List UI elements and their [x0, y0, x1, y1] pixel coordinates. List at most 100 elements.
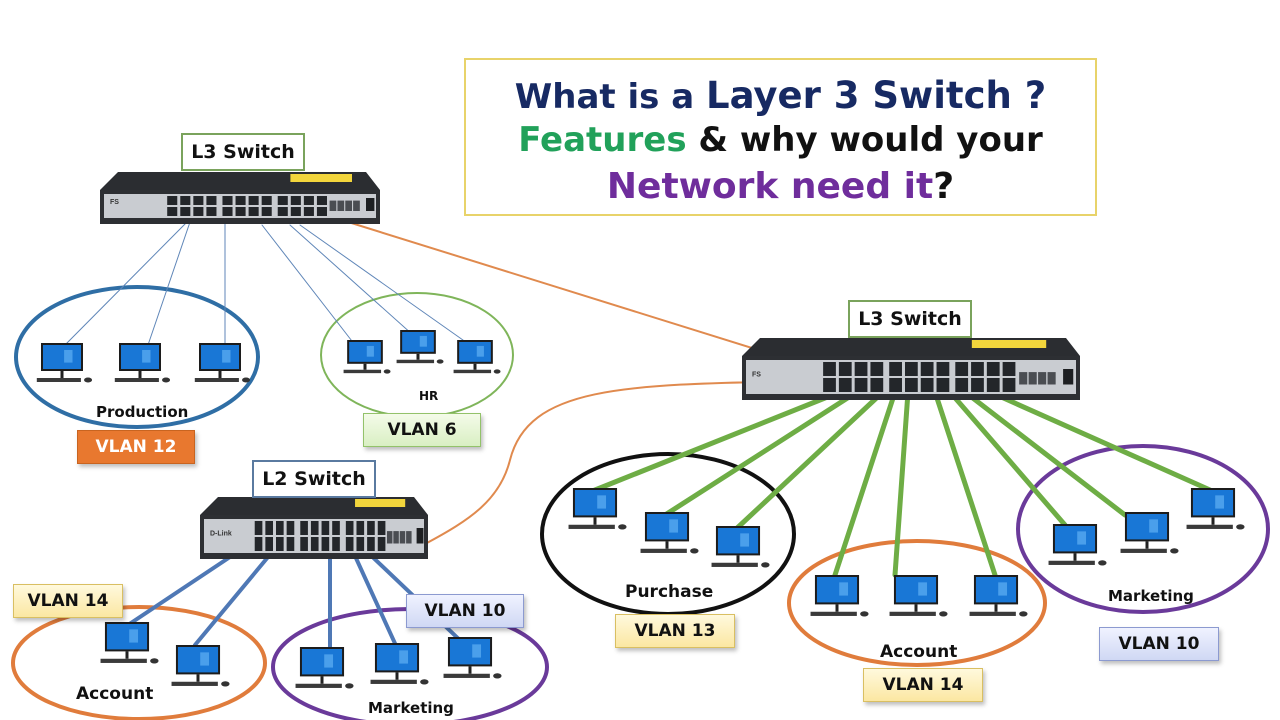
switch-port — [290, 207, 301, 216]
switch-port — [265, 537, 273, 551]
switch-port — [332, 521, 340, 535]
vlan-group-outline-account-right — [787, 539, 1047, 667]
switch-port — [955, 378, 969, 392]
title-line-1: What is a Layer 3 Switch ? — [466, 74, 1095, 117]
switch-port — [167, 196, 178, 205]
link-line — [832, 389, 898, 578]
monitor-stand — [218, 371, 222, 378]
switch-port — [986, 378, 1000, 392]
switch-port — [345, 521, 354, 535]
switch-port — [300, 521, 308, 535]
switch-port — [854, 378, 868, 392]
switch-port — [235, 196, 246, 205]
windows-logo — [476, 345, 484, 357]
l3-switch-left: FS — [100, 172, 380, 224]
mouse — [345, 683, 354, 689]
keyboard — [711, 562, 758, 567]
sfp-port — [393, 531, 399, 544]
switch-port — [277, 196, 288, 205]
switch-brand: D-Link — [210, 530, 232, 537]
monitor-screen — [43, 345, 81, 369]
monitor-stand — [593, 517, 597, 525]
switch-port — [261, 207, 272, 216]
switch-port — [904, 362, 918, 376]
windows-logo — [200, 652, 210, 666]
mouse — [939, 611, 948, 617]
windows-logo — [597, 495, 607, 509]
vlan-badge-marketing-right: VLAN 10 — [1099, 627, 1219, 661]
desktop-computer-icon — [370, 643, 429, 685]
monitor-screen — [574, 490, 616, 516]
link-line — [348, 543, 400, 652]
vlan-badge-account-left: VLAN 14 — [13, 584, 123, 618]
monitor-screen — [717, 528, 759, 554]
monitor-stand — [196, 674, 200, 682]
monitor-stand — [416, 353, 420, 360]
windows-logo — [472, 644, 482, 658]
mouse — [84, 377, 93, 383]
vlan-badge-purchase: VLAN 13 — [615, 614, 735, 648]
sfp-port — [386, 531, 393, 544]
windows-logo — [64, 350, 73, 363]
switch-port — [936, 362, 950, 376]
l3-switch-right-label: L3 Switch — [848, 300, 972, 338]
group-name-marketing-right: Marketing — [1108, 587, 1194, 605]
keyboard — [810, 611, 857, 616]
windows-logo — [998, 582, 1008, 596]
windows-logo — [222, 350, 231, 363]
mouse — [493, 369, 501, 374]
keyboard — [640, 548, 687, 553]
switch-port — [167, 207, 178, 216]
switch-port — [971, 362, 984, 376]
sfp-port — [399, 531, 406, 544]
group-name-production: Production — [96, 403, 189, 421]
title-line-3-suffix: ? — [933, 166, 955, 207]
mouse — [150, 658, 159, 664]
switch-port — [321, 537, 330, 551]
switch-port — [904, 378, 918, 392]
sfp-port — [1019, 372, 1028, 385]
desktop-computer-icon — [114, 343, 171, 383]
title-line-2-rest: & why would your — [686, 120, 1043, 160]
desktop-computer-icon — [889, 575, 948, 617]
monitor-stand — [736, 555, 740, 563]
switch-port — [889, 362, 902, 376]
mouse — [162, 377, 171, 383]
mouse — [1236, 524, 1245, 530]
keyboard — [568, 524, 615, 529]
switch-port — [265, 521, 273, 535]
vlan-badge-production: VLAN 12 — [77, 430, 195, 464]
switch-port — [248, 207, 259, 216]
monitor-screen — [376, 645, 418, 671]
switch-port — [936, 378, 950, 392]
keyboard — [114, 378, 159, 382]
group-name-purchase: Purchase — [625, 582, 714, 602]
keyboard — [295, 683, 342, 688]
desktop-computer-icon — [443, 637, 502, 679]
monitor-screen — [646, 514, 688, 540]
desktop-computer-icon — [171, 645, 230, 687]
monitor-screen — [975, 577, 1017, 603]
monitor-stand — [125, 651, 129, 659]
link-line — [299, 224, 471, 346]
switch-port — [180, 196, 191, 205]
vlan-group-outline-marketing-right — [1016, 444, 1270, 614]
monitor-stand — [994, 604, 998, 612]
monitor-stand — [835, 604, 839, 612]
l2-switch: D-Link — [200, 497, 428, 559]
monitor-stand — [1145, 541, 1149, 549]
windows-logo — [1077, 531, 1087, 545]
switch-port — [316, 207, 327, 216]
windows-logo — [324, 654, 334, 668]
keyboard — [171, 681, 218, 686]
keyboard — [1120, 548, 1167, 553]
monitor-screen — [459, 342, 491, 362]
link-line — [947, 389, 1068, 528]
switch-port — [971, 378, 984, 392]
desktop-computer-icon — [295, 647, 354, 689]
vlan-badge-marketing-left: VLAN 10 — [406, 594, 524, 628]
switch-port — [838, 378, 852, 392]
link-line — [987, 389, 1213, 493]
switch-warning-sticker — [290, 174, 352, 182]
switch-port — [823, 378, 836, 392]
